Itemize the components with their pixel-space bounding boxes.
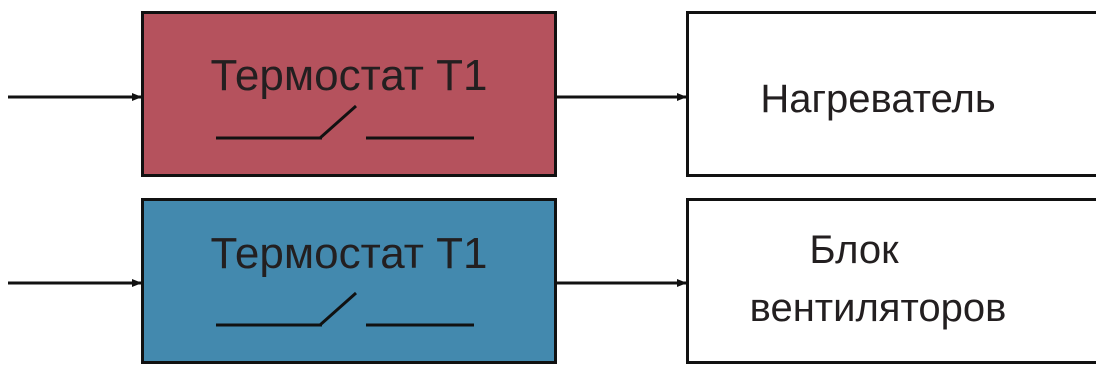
fan-unit-label-line2: вентиляторов <box>749 286 1007 330</box>
heater-label: Нагреватель <box>673 74 1083 124</box>
fan-unit-block: Блок вентиляторов <box>686 198 1096 364</box>
fan-thermostat-block: Термостат Т1 <box>141 198 557 364</box>
heater-label-line: Нагреватель <box>760 77 996 121</box>
heater-thermostat-block: Термостат Т1 <box>141 11 557 177</box>
fan-unit-label-line1: Блок <box>809 228 899 272</box>
heater-thermostat-label: Термостат Т1 <box>210 51 488 100</box>
fan-unit-label: Блок вентиляторов <box>673 225 1083 333</box>
heater-block: Нагреватель <box>686 11 1096 177</box>
fan-thermostat-label: Термостат Т1 <box>210 229 488 278</box>
open-switch-icon <box>216 291 474 327</box>
open-switch-icon <box>216 104 474 140</box>
